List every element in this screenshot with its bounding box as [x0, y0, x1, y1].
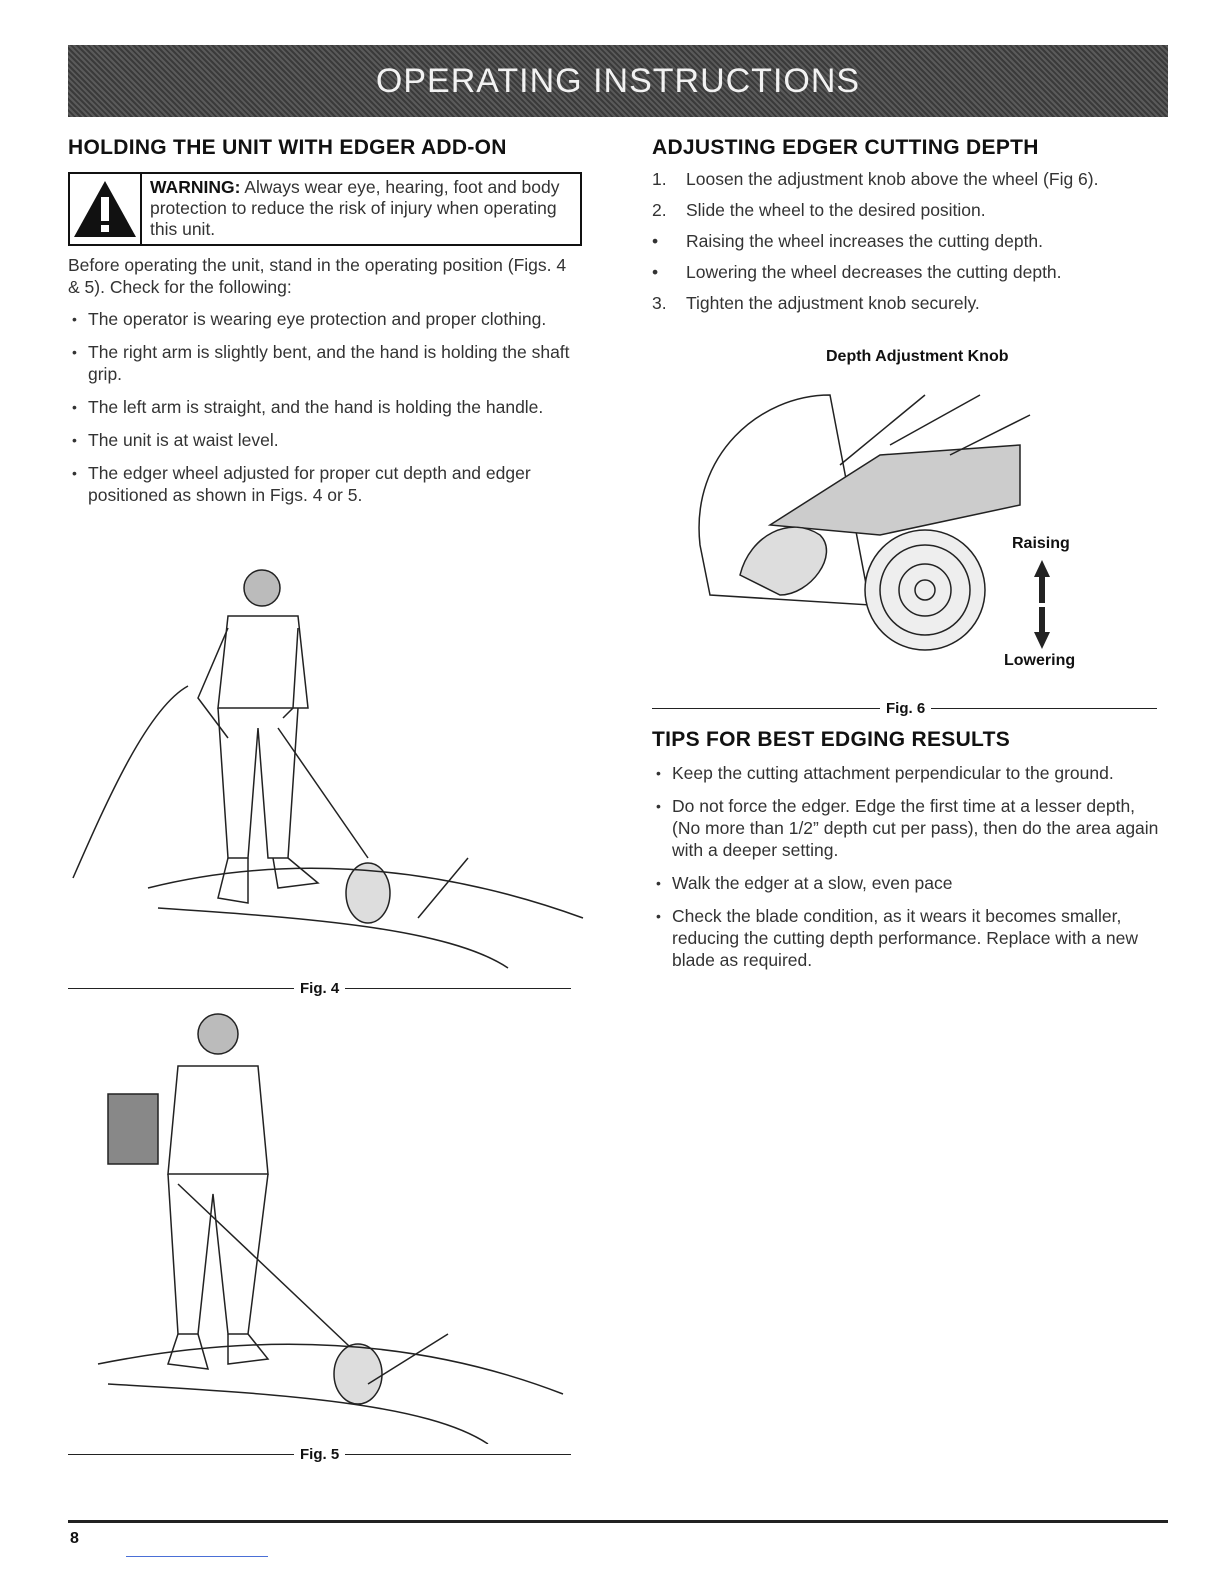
holding-checklist: The operator is wearing eye protection a…: [68, 308, 578, 517]
warning-message: Always wear eye, hearing, foot and body …: [150, 177, 560, 239]
fig6-caption-row: Fig. 6: [652, 700, 1158, 717]
list-item: Keep the cutting attachment perpendicula…: [652, 762, 1162, 784]
list-item: •Lowering the wheel decreases the cuttin…: [652, 262, 1062, 282]
banner-title: OPERATING INSTRUCTIONS: [375, 61, 861, 100]
list-item: The left arm is straight, and the hand i…: [68, 396, 578, 418]
list-item: Walk the edger at a slow, even pace: [652, 872, 1162, 894]
list-item: 2.Slide the wheel to the desired positio…: [652, 200, 986, 220]
list-item: •Raising the wheel increases the cutting…: [652, 231, 1044, 251]
list-item: 3.Tighten the adjustment knob securely.: [652, 293, 980, 313]
footer-rule: [68, 1520, 1168, 1523]
fig5-caption-row: Fig. 5: [68, 1446, 572, 1463]
heading-tips: TIPS FOR BEST EDGING RESULTS: [652, 728, 1011, 751]
heading-adjusting-depth: ADJUSTING EDGER CUTTING DEPTH: [652, 136, 1039, 159]
footer-link-line: [126, 1556, 268, 1557]
fig5-caption: Fig. 5: [300, 1446, 340, 1463]
list-item: 1.Loosen the adjustment knob above the w…: [652, 169, 1099, 189]
fig5-illustration: [97, 1013, 564, 1444]
fig6-knob-label: Depth Adjustment Knob: [826, 348, 1009, 365]
list-item: The right arm is slightly bent, and the …: [68, 341, 578, 385]
section-banner: OPERATING INSTRUCTIONS: [68, 45, 1168, 117]
list-item: The operator is wearing eye protection a…: [68, 308, 578, 330]
fig6-raising-label: Raising: [1012, 535, 1070, 552]
page-number: 8: [70, 1530, 79, 1547]
heading-holding-unit: HOLDING THE UNIT WITH EDGER ADD-ON: [68, 136, 507, 159]
intro-paragraph: Before operating the unit, stand in the …: [68, 255, 567, 297]
list-item: Check the blade condition, as it wears i…: [652, 905, 1162, 971]
warning-box: WARNING: Always wear eye, hearing, foot …: [68, 172, 582, 246]
list-item: Do not force the edger. Edge the first t…: [652, 795, 1162, 861]
adjusting-steps: 1.Loosen the adjustment knob above the w…: [652, 168, 1162, 323]
list-item: The edger wheel adjusted for proper cut …: [68, 462, 578, 506]
fig6-caption: Fig. 6: [886, 700, 926, 717]
list-item: The unit is at waist level.: [68, 429, 578, 451]
fig6-lowering-label: Lowering: [1004, 652, 1076, 669]
fig6-illustration: [698, 394, 1050, 651]
warning-icon: [70, 174, 142, 244]
fig4-caption-row: Fig. 4: [68, 980, 572, 997]
fig4-caption: Fig. 4: [300, 980, 340, 997]
warning-text: WARNING: Always wear eye, hearing, foot …: [142, 174, 580, 244]
fig4-illustration: [72, 569, 584, 969]
tips-list: Keep the cutting attachment perpendicula…: [652, 762, 1162, 982]
warning-label: WARNING:: [150, 177, 241, 197]
